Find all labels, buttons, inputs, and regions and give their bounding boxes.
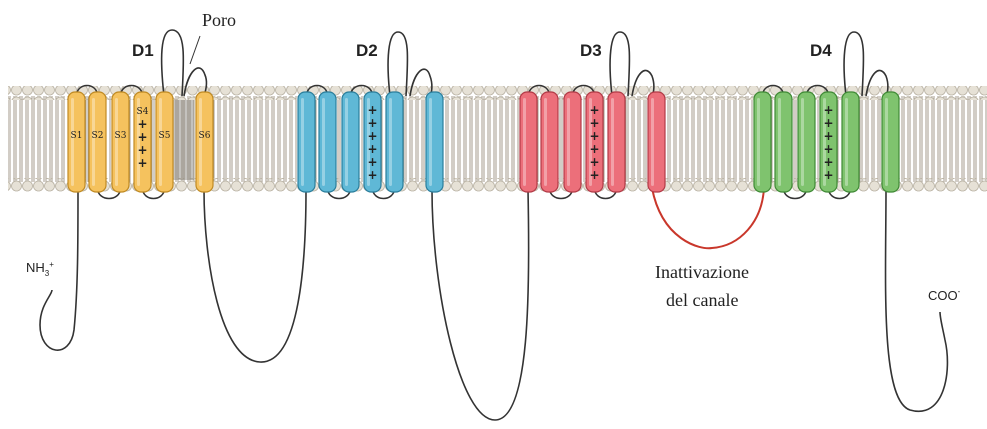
domain-label-d2: D2 (356, 41, 378, 60)
domain-2-s4-charge: + (367, 129, 377, 143)
domain-1-segment-s5-highlight (159, 98, 162, 186)
domain-2-segment-s6 (426, 92, 443, 192)
domain-2-segment-s2 (319, 92, 336, 192)
d2-d3-linker (432, 190, 529, 420)
domain-4-s4-charge: + (823, 168, 833, 182)
membrane-outer-heads (8, 86, 987, 100)
domain-4-segment-s6 (882, 92, 899, 192)
nh3-label-main: NH (26, 260, 45, 275)
domain-1-segment-s2 (89, 92, 106, 192)
domain-2-segment-s6-highlight (429, 98, 432, 186)
domain-2-segment-s2-highlight (322, 98, 325, 186)
nh3-label-sup: + (49, 260, 54, 269)
domain-2-segment-s5-highlight (389, 98, 392, 186)
domain-3-segment-s1-highlight (523, 98, 526, 186)
domain-1-segment-label-s6: S6 (199, 131, 211, 141)
domain-4-segment-s1-highlight (757, 98, 760, 186)
domain-1-s4-charge: + (137, 143, 147, 157)
domain-1-segment-s6 (196, 92, 213, 192)
domain-2-segment-s3 (342, 92, 359, 192)
domain-1-segment-label-s3: S3 (115, 131, 127, 141)
domain-1-s4-charge: + (137, 156, 147, 170)
domain-4-segment-s2 (775, 92, 792, 192)
domain-1-segment-label-s2: S2 (92, 131, 104, 141)
domain-4-segment-s3 (798, 92, 815, 192)
domain-4-s4-charge: + (823, 129, 833, 143)
domain-3-s4-charge: + (589, 129, 599, 143)
domain-4-segment-s6-highlight (885, 98, 888, 186)
poro-label: Poro (202, 10, 236, 30)
domain-2-segment-s1-highlight (301, 98, 304, 186)
domain-4-s4-charge: + (823, 116, 833, 130)
domain-3-s4-charge: + (589, 142, 599, 156)
domain-1-segment-s6-highlight (199, 98, 202, 186)
domain-4-s4-charge: + (823, 142, 833, 156)
domain-1-segment-s2-highlight (92, 98, 95, 186)
domain-2-segment-s1 (298, 92, 315, 192)
domain-3-s4-charge: + (589, 116, 599, 130)
coo-label-sup: - (958, 287, 961, 296)
domain-2-s4-charge: + (367, 168, 377, 182)
domain-label-d3: D3 (580, 41, 602, 60)
domain-1-segment-s3-highlight (115, 98, 118, 186)
domain-label-d4: D4 (810, 41, 832, 60)
domain-3-segment-s6-highlight (651, 98, 654, 186)
domain-4-s4-charge: + (823, 155, 833, 169)
domain-1-segment-label-s1: S1 (71, 131, 83, 141)
domain-4-segment-s5 (842, 92, 859, 192)
domain-2-s4-charge: + (367, 155, 377, 169)
domain-1-segment-label-s4: S4 (137, 107, 149, 117)
domain-2-s4-charge: + (367, 103, 377, 117)
domain-3-s4-charge: + (589, 155, 599, 169)
domain-3-segment-s3-highlight (567, 98, 570, 186)
coo-label: COO- (928, 287, 961, 303)
domain-1-s4-charge: + (137, 117, 147, 131)
inactivation-label-line1: Inattivazione (655, 262, 749, 282)
domain-2-segment-s5 (386, 92, 403, 192)
pore-region (172, 100, 194, 180)
domain-3-segment-s2-highlight (544, 98, 547, 186)
nh3-label-sub: 3 (45, 269, 50, 278)
domain-2-segment-s3-highlight (345, 98, 348, 186)
inactivation-loop (652, 188, 764, 248)
domain-1-segment-label-s5: S5 (159, 131, 171, 141)
coo-label-main: COO (928, 288, 958, 303)
domain-4-segment-s3-highlight (801, 98, 804, 186)
domain-label-d1: D1 (132, 41, 154, 60)
domain-3-segment-s5 (608, 92, 625, 192)
domain-2-s4-charge: + (367, 142, 377, 156)
membrane-bilayer (8, 86, 987, 192)
domain-4-s4-charge: + (823, 103, 833, 117)
d1-d2-linker (204, 190, 306, 362)
domain-3-segment-s3 (564, 92, 581, 192)
domain-3-segment-s2 (541, 92, 558, 192)
domain-4-segment-s5-highlight (845, 98, 848, 186)
membrane-core (8, 96, 987, 182)
domain-3-s4-charge: + (589, 103, 599, 117)
domain-1-segment-s1-highlight (71, 98, 74, 186)
nh3-label: NH3+ (26, 260, 54, 278)
domain-4-segment-s2-highlight (778, 98, 781, 186)
domain-2-s4-charge: + (367, 116, 377, 130)
domain-1-segment-s5 (156, 92, 173, 192)
inactivation-label-line2: del canale (666, 290, 738, 310)
domain-1-s4-charge: + (137, 130, 147, 144)
membrane-inner-heads (8, 178, 987, 192)
domain-1-segment-s1 (68, 92, 85, 192)
domain-3-s4-charge: + (589, 168, 599, 182)
poro-pointer (190, 36, 200, 64)
domain-4-segment-s1 (754, 92, 771, 192)
domain-3-segment-s6 (648, 92, 665, 192)
domain-1-segment-s3 (112, 92, 129, 192)
domain-3-segment-s5-highlight (611, 98, 614, 186)
domain-3-segment-s1 (520, 92, 537, 192)
